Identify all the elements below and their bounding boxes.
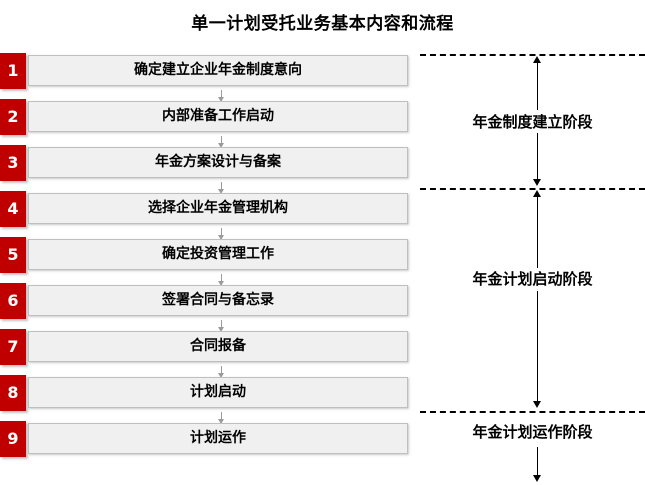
stage-label-1: 年金制度建立阶段 xyxy=(472,113,593,131)
page-title: 单一计划受托业务基本内容和流程 xyxy=(191,14,454,34)
step-number-6: 6 xyxy=(0,283,26,319)
step-box-7[interactable]: 合同报备 xyxy=(28,331,408,362)
stage-divider-middle xyxy=(420,188,645,190)
step-number-5: 5 xyxy=(0,237,26,273)
stage-2-shaft-upper xyxy=(537,196,538,268)
step-box-3[interactable]: 年金方案设计与备案 xyxy=(28,147,408,178)
stage-divider-top xyxy=(420,54,645,56)
step-number-2: 2 xyxy=(0,99,26,135)
flow-row-7: 7 合同报备 xyxy=(0,329,412,365)
step-number-7: 7 xyxy=(0,329,26,365)
flow-arrow-4-to-5 xyxy=(216,228,227,240)
stage-2-shaft-lower xyxy=(537,291,538,402)
flow-arrow-3-to-4 xyxy=(216,182,227,194)
flow-arrow-1-to-2 xyxy=(216,90,227,102)
stage-1-shaft-upper xyxy=(537,62,538,110)
flow-row-1: 1 确定建立企业年金制度意向 xyxy=(0,53,412,89)
stage-1-arrow-down-icon xyxy=(533,179,541,186)
stage-label-3: 年金计划运作阶段 xyxy=(472,423,593,441)
flow-row-4: 4 选择企业年金管理机构 xyxy=(0,191,412,227)
flow-arrow-6-to-7 xyxy=(216,320,227,332)
step-box-2[interactable]: 内部准备工作启动 xyxy=(28,101,408,132)
stage-1-arrow-up-icon xyxy=(533,56,541,63)
flow-row-5: 5 确定投资管理工作 xyxy=(0,237,412,273)
flow-arrow-2-to-3 xyxy=(216,136,227,148)
flow-row-3: 3 年金方案设计与备案 xyxy=(0,145,412,181)
step-number-8: 8 xyxy=(0,375,26,411)
stage-label-2: 年金计划启动阶段 xyxy=(472,270,593,288)
flow-arrow-5-to-6 xyxy=(216,274,227,286)
step-box-4[interactable]: 选择企业年金管理机构 xyxy=(28,193,408,224)
step-number-1: 1 xyxy=(0,53,26,89)
step-number-9: 9 xyxy=(0,421,26,457)
flow-row-8: 8 计划启动 xyxy=(0,375,412,411)
flow-arrow-7-to-8 xyxy=(216,366,227,378)
flow-row-6: 6 签署合同与备忘录 xyxy=(0,283,412,319)
step-number-3: 3 xyxy=(0,145,26,181)
stage-1-shaft-lower xyxy=(537,133,538,180)
step-box-6[interactable]: 签署合同与备忘录 xyxy=(28,285,408,316)
step-box-8[interactable]: 计划启动 xyxy=(28,377,408,408)
stage-2-arrow-up-icon xyxy=(533,190,541,197)
stage-2-arrow-down-icon xyxy=(533,401,541,408)
stage-3-shaft xyxy=(537,447,538,476)
flow-arrow-8-to-9 xyxy=(216,412,227,424)
step-box-9[interactable]: 计划运作 xyxy=(28,423,408,454)
flow-row-2: 2 内部准备工作启动 xyxy=(0,99,412,135)
flow-row-9: 9 计划运作 xyxy=(0,421,412,457)
stage-divider-bottom xyxy=(420,411,645,413)
stage-3-arrow-down-icon xyxy=(533,475,541,482)
step-box-1[interactable]: 确定建立企业年金制度意向 xyxy=(28,55,408,86)
step-box-5[interactable]: 确定投资管理工作 xyxy=(28,239,408,270)
step-number-4: 4 xyxy=(0,191,26,227)
